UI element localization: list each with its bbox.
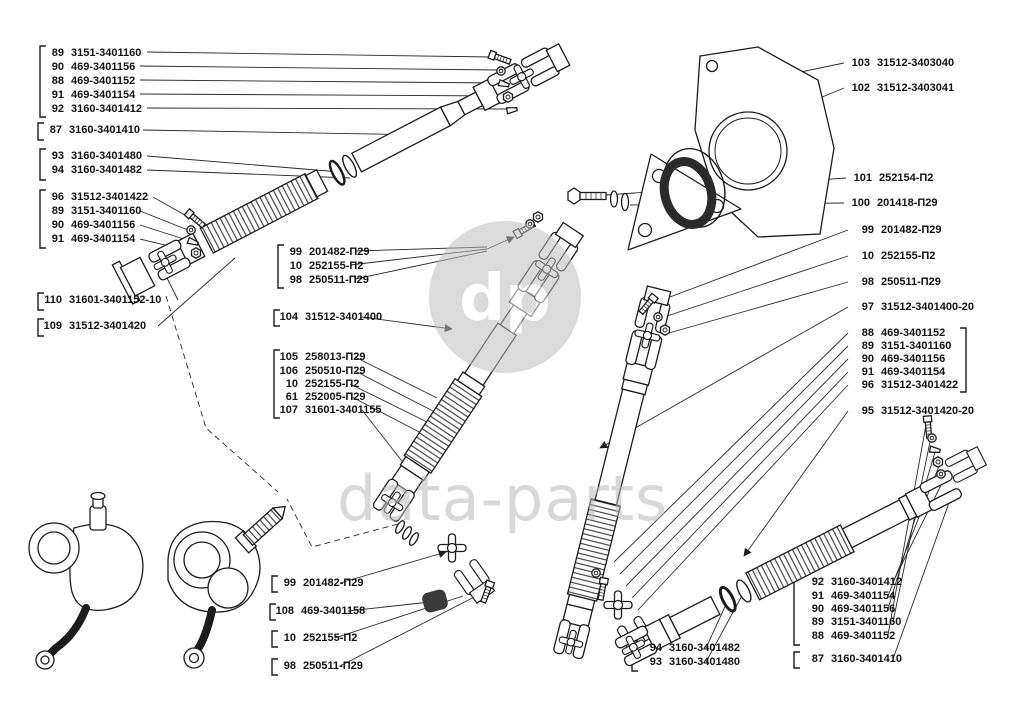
mounting-bracket-plate [694,46,835,238]
watermark-logo-text: dp [459,262,551,336]
flange-bolt-and-washers [567,187,630,212]
watermark: dp data-parts [337,221,668,535]
steering-shaft-lower [613,468,964,668]
steering-shaft-upper [111,40,572,305]
steering-gear-right [167,505,286,669]
seal-flange [627,147,742,251]
lower-shaft-fastener-set [922,415,989,484]
watermark-text: data-parts [337,462,668,535]
rubber-boot-108 [422,589,448,613]
rubber-seal-ring [659,157,717,229]
label-group-brackets [37,45,967,676]
intermediate-shaft-lower-joint-parts [394,520,498,613]
steering-gear-left [28,491,144,670]
watermark-logo-circle [429,221,581,373]
leader-lines [139,51,951,667]
steering-shaft-long [552,284,675,660]
splined-input-shaft [234,505,286,554]
